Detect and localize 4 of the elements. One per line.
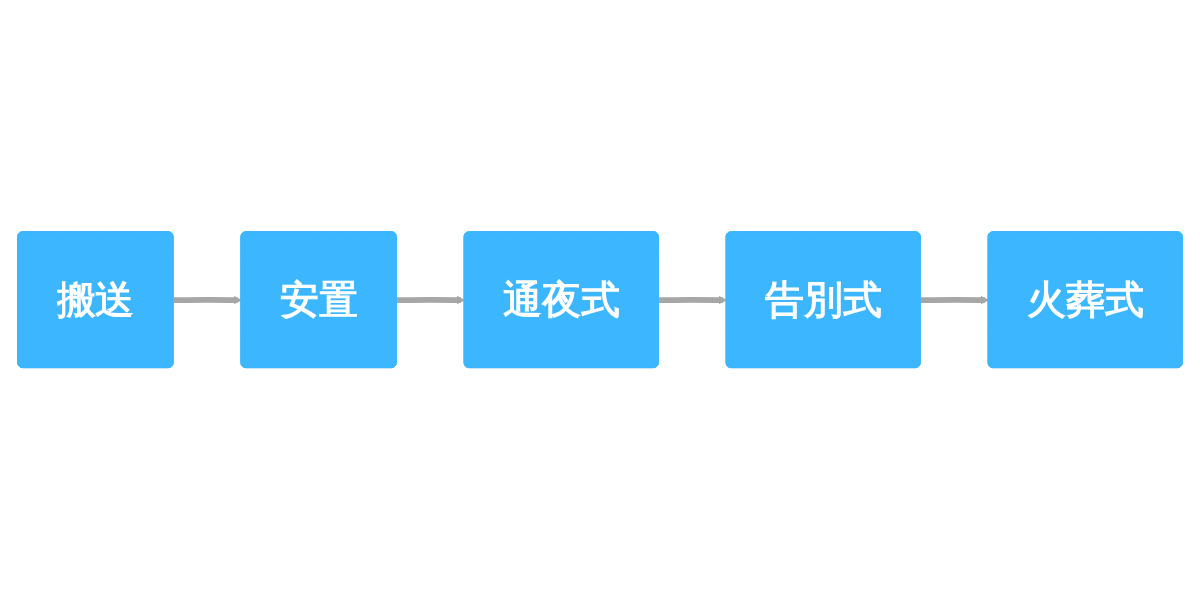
arrow xyxy=(920,296,989,305)
arrow xyxy=(658,296,727,305)
arrow xyxy=(396,296,465,305)
arrow xyxy=(173,296,242,305)
